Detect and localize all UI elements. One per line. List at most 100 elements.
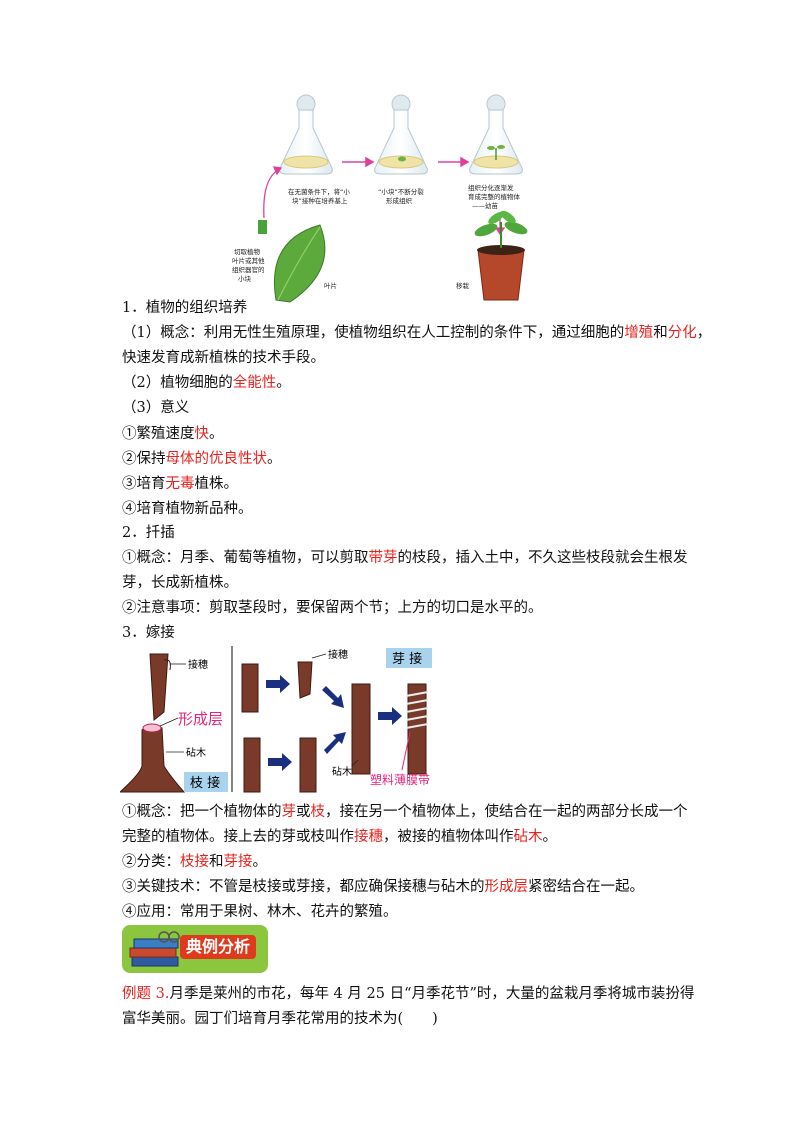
section3-key: ③关键技术：不管是枝接或芽接，都应确保接穗与砧木的形成层紧密结合在一起。 (122, 877, 644, 897)
text-segment: 。 (276, 375, 291, 391)
arrow-right-icon (268, 753, 292, 771)
text-segment: ②保持 (122, 451, 166, 467)
text-segment: 。 (252, 854, 268, 870)
section1-concept-cont: 快速发育成新植株的技术手段。 (122, 350, 325, 366)
bud-graft-tag (386, 648, 432, 668)
step1-caption-a: 在无菌条件下，将“小 (288, 187, 350, 196)
branch-graft-tag (184, 772, 228, 792)
cut-caption-d: 小块 (238, 274, 252, 283)
stock-stem (120, 723, 186, 793)
text-segment: 。 (542, 829, 558, 845)
step2-caption-b: 形成组织 (386, 196, 413, 205)
text-segment: 紧密结合在一起。 (528, 879, 644, 895)
example-question-cont: 富华美丽。园丁们培育月季花常用的技术为( ) (122, 1011, 438, 1027)
scion-label: 接穗 (188, 658, 208, 671)
branch-graft-label: 枝 接 (190, 775, 220, 791)
section2-concept-cont: 芽，长成新植株。 (122, 575, 238, 591)
stock-label-2: 砧木 (332, 765, 352, 778)
transplant-caption: 移栽 (456, 281, 470, 290)
highlighted-term: 分化 (667, 325, 697, 341)
cut-caption-a: 切取植物 (234, 247, 261, 256)
arrow-right-icon (378, 707, 402, 725)
step2-caption-a: “小块”不断分裂 (378, 187, 424, 196)
scion-stem (149, 653, 171, 721)
text-segment: 和 (209, 854, 224, 870)
bud-graft-label: 芽 接 (392, 651, 422, 667)
text-segment: ①繁殖速度 (122, 426, 195, 442)
step3-caption-a: 组织分化逐渐发 (468, 183, 514, 192)
tissue-piece (258, 220, 267, 234)
arrow-right-icon (266, 675, 290, 693)
highlighted-term: 砧木 (513, 829, 543, 845)
plastic-film-wrap (405, 691, 429, 729)
arrow-diagonal-icon (322, 686, 344, 708)
section3-types: ②分类：枝接和芽接。 (122, 852, 267, 872)
text-segment: 月季是莱州的市花，每年 4 月 25 日“月季花节”时，大量的盆栽月季将城市装扮… (169, 986, 695, 1002)
arrow-up-icon (263, 166, 283, 219)
text-segment: 或 (296, 804, 311, 820)
highlighted-term: 例题 3. (122, 986, 170, 1002)
meaning-item-1: ①繁殖速度快。 (122, 424, 224, 444)
scion-label-2: 接穗 (328, 648, 348, 661)
section2-note: ②注意事项：剪取茎段时，要保留两个节；上方的切口是水平的。 (122, 600, 543, 616)
highlighted-term: 带芽 (368, 550, 398, 566)
step3-caption-c: ——幼苗 (472, 201, 499, 210)
text-segment: ①概念：月季、葡萄等植物，可以剪取 (122, 550, 369, 566)
leaf-icon (273, 224, 326, 303)
cut-caption-c: 组织器官的 (232, 265, 265, 274)
arrow-right-icon (342, 156, 375, 168)
text-segment: （1）概念：利用无性生殖原理，使植物组织在人工控制的条件下，通过细胞的 (122, 325, 625, 341)
section1-title: 1．植物的组织培养 (122, 300, 248, 316)
text-segment: ， (696, 325, 712, 341)
highlighted-term: 快 (194, 426, 210, 442)
banner-label: 典例分析 (180, 935, 257, 959)
example-question: 例题 3.月季是莱州的市花，每年 4 月 25 日“月季花节”时，大量的盆栽月季… (122, 984, 694, 1004)
highlighted-term: 形成层 (484, 879, 529, 895)
highlighted-term: 芽 (281, 804, 297, 820)
text-segment: 植株。 (194, 476, 239, 492)
text-segment: ，接在另一个植物体上，使结合在一起的两部分长成一个 (325, 804, 688, 820)
highlighted-term: 增殖 (624, 325, 654, 341)
grafting-figure: 接穗 形成层 砧木 枝 接 接穗 砧木 芽 接 塑料薄膜带 (120, 646, 432, 793)
meaning-item-3: ③培育无毒植株。 (122, 474, 238, 494)
highlighted-term: 全能性 (232, 375, 277, 391)
books-icon (129, 931, 180, 967)
section2-title: 2．扦插 (122, 525, 175, 541)
highlighted-term: 母体的优良性状 (165, 451, 268, 467)
text-segment: 完整的植物体。接上去的芽或枝叫作 (122, 829, 354, 845)
section1-meaning: （3）意义 (122, 400, 190, 416)
step3-caption-b: 育成完整的植物体 (468, 192, 521, 201)
cambium-label: 形成层 (178, 710, 223, 728)
text-segment: ，被接的植物体叫作 (383, 829, 514, 845)
film-label: 塑料薄膜带 (370, 772, 430, 787)
text-segment: 和 (653, 325, 668, 341)
stock-label: 砧木 (186, 746, 206, 759)
section3-concept-cont: 完整的植物体。接上去的芽或枝叫作接穗，被接的植物体叫作砧木。 (122, 827, 557, 847)
text-segment: 。 (267, 451, 282, 467)
section3-concept: ①概念：把一个植物体的芽或枝，接在另一个植物体上，使结合在一起的两部分长成一个 (122, 802, 688, 822)
leaf-caption: 叶片 (324, 281, 337, 290)
highlighted-term: 枝接 (180, 854, 209, 870)
section1-basis: （2）植物细胞的全能性。 (122, 373, 291, 393)
flask-icon (374, 94, 428, 175)
text-segment: 。 (209, 426, 224, 442)
example-analysis-banner: 典例分析 (122, 925, 268, 973)
section3-use: ④应用：常用于果树、林木、花卉的繁殖。 (122, 904, 398, 920)
tissue-culture-figure: 在无菌条件下，将“小 块”接种在培养基上 “小块”不断分裂 形成组织 组织分化逐… (232, 94, 528, 303)
step1-caption-b: 块”接种在培养基上 (292, 196, 348, 205)
section3-title: 3．嫁接 (122, 625, 175, 641)
arrow-diagonal-icon (324, 732, 346, 754)
text-segment: ②分类： (122, 854, 180, 870)
text-segment: ①概念：把一个植物体的 (122, 804, 282, 820)
text-segment: ③培育 (122, 476, 166, 492)
meaning-item-2: ②保持母体的优良性状。 (122, 449, 282, 469)
flask-icon (279, 94, 333, 175)
section1-concept: （1）概念：利用无性生殖原理，使植物组织在人工控制的条件下，通过细胞的增殖和分化… (122, 323, 711, 343)
flask-icon (469, 94, 523, 175)
meaning-item-4: ④培育植物新品种。 (122, 501, 253, 517)
text-segment: （2）植物细胞的 (122, 375, 233, 391)
text-segment: 的枝段，插入土中，不久这些枝段就会生根发 (397, 550, 688, 566)
highlighted-term: 接穗 (354, 829, 383, 845)
text-segment: ③关键技术：不管是枝接或芽接，都应确保接穗与砧木的 (122, 879, 485, 895)
arrow-right-icon (438, 156, 470, 168)
